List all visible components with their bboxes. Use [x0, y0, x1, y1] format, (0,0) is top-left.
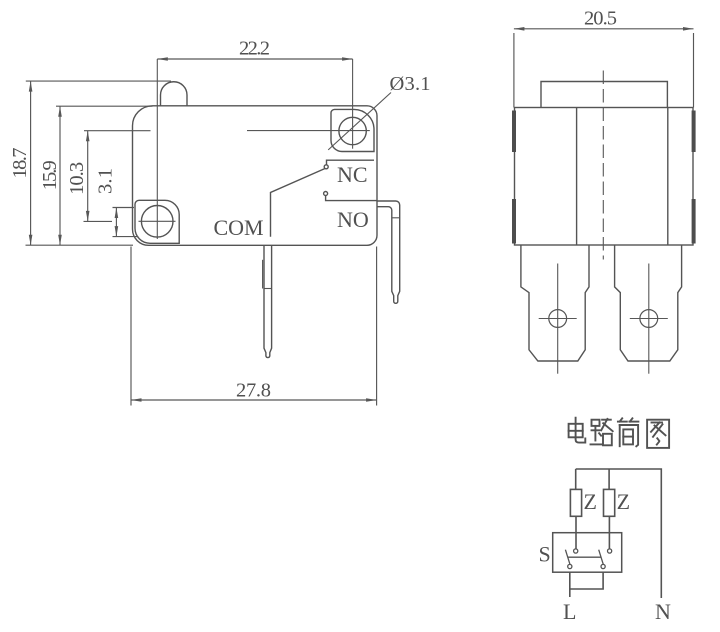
svg-text:Z: Z	[584, 489, 597, 514]
svg-text:3.1: 3.1	[95, 168, 117, 194]
svg-text:27.8: 27.8	[236, 380, 271, 402]
svg-text:20.5: 20.5	[584, 8, 617, 30]
svg-text:COM: COM	[214, 215, 264, 240]
svg-text:22.2: 22.2	[239, 38, 270, 60]
svg-text:L: L	[563, 599, 576, 624]
svg-text:Ø3.1: Ø3.1	[390, 73, 431, 95]
svg-text:15.9: 15.9	[39, 160, 61, 190]
svg-text:S: S	[539, 542, 551, 567]
svg-text:N: N	[655, 599, 671, 624]
svg-text:NO: NO	[337, 207, 369, 232]
svg-text:NC: NC	[337, 162, 368, 187]
svg-text:Z: Z	[617, 489, 630, 514]
svg-text:18.7: 18.7	[9, 148, 31, 179]
svg-text:10.3: 10.3	[66, 162, 88, 195]
